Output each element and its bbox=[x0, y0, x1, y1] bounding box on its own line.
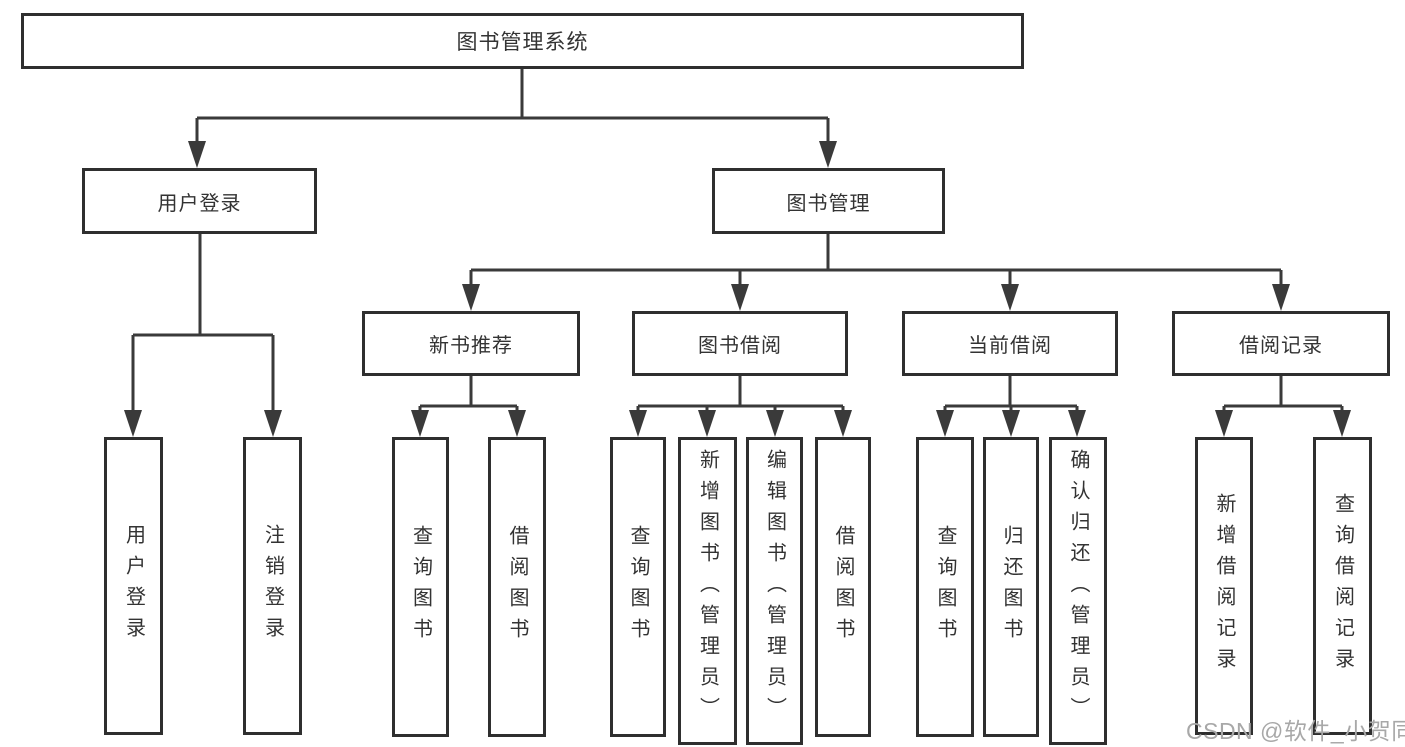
node-label: 用户登录 bbox=[157, 192, 242, 215]
node-label: 图书管理 bbox=[786, 192, 871, 215]
leaf-borrow-books-borrowing: 借阅图书 bbox=[815, 437, 871, 737]
leaf-label: 确认归还（管理员） bbox=[1067, 449, 1089, 728]
leaf-return-books: 归还图书 bbox=[983, 437, 1039, 737]
csdn-watermark: CSDN @软件_小贺同学 bbox=[1186, 718, 1405, 744]
node-label: 图书借阅 bbox=[698, 335, 782, 357]
leaf-label: 借阅图书 bbox=[832, 525, 854, 649]
node-book-borrowing: 图书借阅 bbox=[632, 311, 848, 376]
leaf-label: 新增借阅记录 bbox=[1213, 493, 1235, 679]
node-book-management: 图书管理 bbox=[712, 168, 945, 234]
leaf-edit-books-admin: 编辑图书（管理员） bbox=[746, 437, 803, 745]
leaf-query-books-borrowing: 查询图书 bbox=[610, 437, 666, 737]
leaf-label: 新增图书（管理员） bbox=[696, 449, 719, 728]
leaf-query-books-recommend: 查询图书 bbox=[392, 437, 449, 737]
leaf-label: 查询图书 bbox=[934, 525, 956, 649]
leaf-borrow-books-recommend: 借阅图书 bbox=[488, 437, 546, 737]
leaf-label: 查询图书 bbox=[627, 525, 649, 649]
leaf-label: 编辑图书（管理员） bbox=[763, 449, 786, 728]
node-label: 新书推荐 bbox=[429, 335, 513, 357]
leaf-label: 用户登录 bbox=[122, 524, 145, 648]
leaf-add-books-admin: 新增图书（管理员） bbox=[678, 437, 737, 745]
node-user-login: 用户登录 bbox=[82, 168, 317, 234]
leaf-label: 归还图书 bbox=[1000, 525, 1022, 649]
leaf-user-login: 用户登录 bbox=[104, 437, 163, 735]
leaf-query-books-current: 查询图书 bbox=[916, 437, 974, 737]
leaf-label: 注销登录 bbox=[261, 524, 284, 648]
leaf-add-borrow-record: 新增借阅记录 bbox=[1195, 437, 1253, 735]
node-library-management-system: 图书管理系统 bbox=[21, 13, 1024, 69]
node-borrowing-records: 借阅记录 bbox=[1172, 311, 1390, 376]
node-label: 当前借阅 bbox=[968, 335, 1052, 357]
node-label: 图书管理系统 bbox=[456, 31, 589, 54]
leaf-label: 借阅图书 bbox=[506, 525, 528, 649]
node-new-book-recommendation: 新书推荐 bbox=[362, 311, 580, 376]
leaf-logout: 注销登录 bbox=[243, 437, 302, 735]
node-label: 借阅记录 bbox=[1239, 335, 1323, 357]
leaf-query-borrow-record: 查询借阅记录 bbox=[1313, 437, 1372, 735]
leaf-label: 查询借阅记录 bbox=[1331, 493, 1354, 679]
leaf-confirm-return-admin: 确认归还（管理员） bbox=[1049, 437, 1107, 745]
node-current-borrowing: 当前借阅 bbox=[902, 311, 1118, 376]
leaf-label: 查询图书 bbox=[409, 525, 432, 649]
